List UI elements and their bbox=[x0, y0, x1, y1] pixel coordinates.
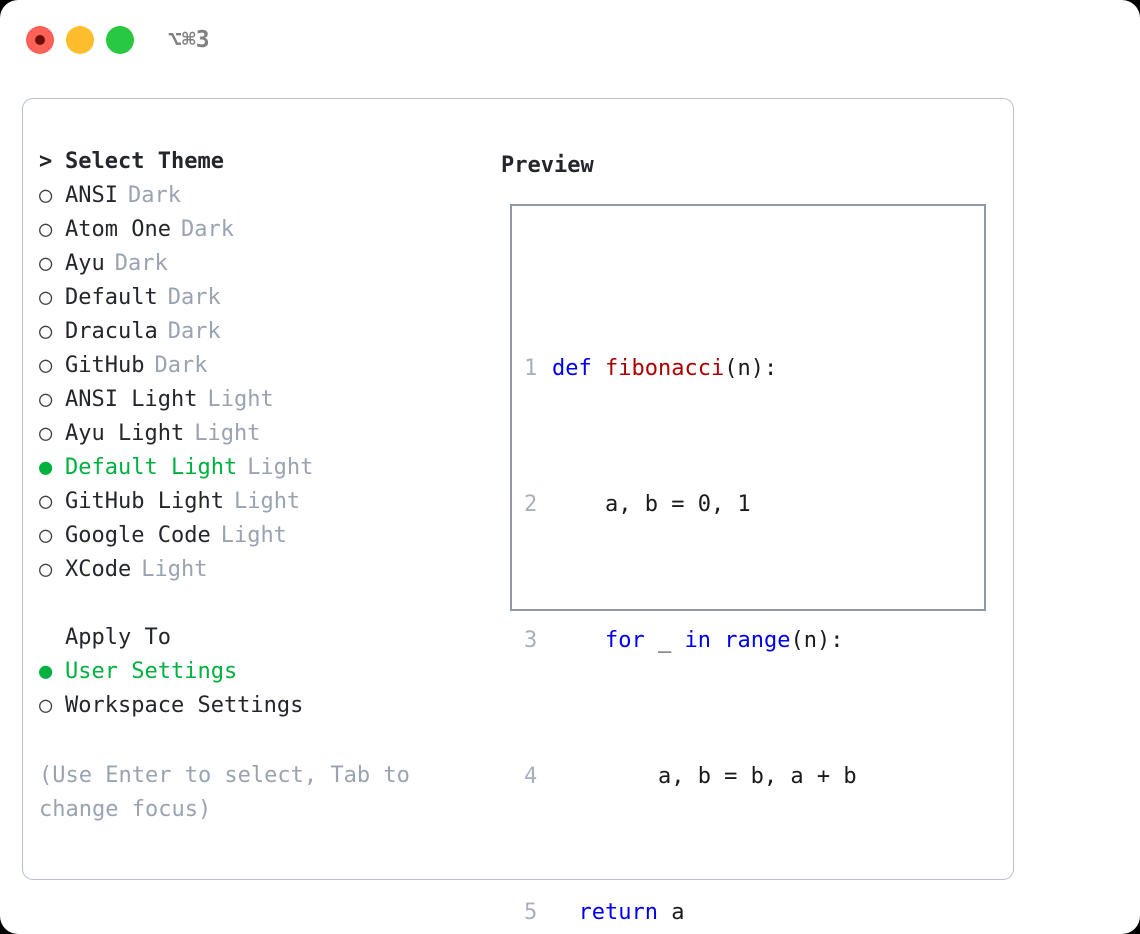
apply-to-option-user-settings[interactable]: ● User Settings bbox=[39, 659, 489, 693]
radio-selected-icon[interactable]: ● bbox=[39, 659, 53, 684]
radio-unselected-icon[interactable]: ○ bbox=[39, 421, 53, 446]
apply-to-title: Apply To bbox=[65, 625, 171, 650]
theme-option-ansi-light[interactable]: ○ ANSI Light Light bbox=[39, 387, 489, 421]
theme-option-label: Ayu bbox=[65, 251, 105, 276]
code-token: def bbox=[552, 356, 605, 381]
theme-option-label: Default bbox=[65, 285, 158, 310]
code-token: in bbox=[684, 628, 711, 653]
theme-option-tag: Light bbox=[194, 421, 261, 446]
code-token: (n): bbox=[790, 628, 844, 653]
theme-option-label: Atom One bbox=[65, 217, 171, 242]
theme-picker-header: > Select Theme bbox=[39, 149, 489, 183]
theme-option-tag: Light bbox=[247, 455, 314, 480]
prompt-caret-icon: > bbox=[39, 149, 53, 174]
radio-unselected-icon[interactable]: ○ bbox=[39, 251, 53, 276]
close-button[interactable] bbox=[26, 26, 54, 54]
theme-option-tag: Light bbox=[220, 523, 287, 548]
radio-unselected-icon[interactable]: ○ bbox=[39, 523, 53, 548]
code-token: return bbox=[578, 900, 658, 925]
theme-option-label: GitHub bbox=[65, 353, 145, 378]
keyboard-hint-text: (Use Enter to select, Tab to change focu… bbox=[39, 763, 424, 822]
theme-option-github-light[interactable]: ○ GitHub Light Light bbox=[39, 489, 489, 523]
theme-option-github-dark[interactable]: ○ GitHub Dark bbox=[39, 353, 489, 387]
line-number: 4 bbox=[524, 764, 538, 789]
radio-unselected-icon[interactable]: ○ bbox=[39, 557, 53, 582]
code-line: 1 def fibonacci (n): bbox=[524, 352, 976, 386]
code-token bbox=[552, 624, 605, 658]
code-token: a, b = 0, 1 bbox=[552, 492, 751, 517]
theme-option-dracula-dark[interactable]: ○ Dracula Dark bbox=[39, 319, 489, 353]
theme-option-ayu-light[interactable]: ○ Ayu Light Light bbox=[39, 421, 489, 455]
code-token: _ bbox=[644, 628, 685, 653]
maximize-button[interactable] bbox=[106, 26, 134, 54]
theme-option-tag: Light bbox=[207, 387, 274, 412]
main-panel: > Select Theme ○ ANSI Dark ○ Atom One Da… bbox=[22, 98, 1014, 925]
close-icon bbox=[35, 35, 45, 45]
theme-option-tag: Dark bbox=[167, 285, 221, 310]
radio-unselected-icon[interactable]: ○ bbox=[39, 489, 53, 514]
code-line: 2 a, b = 0, 1 bbox=[524, 488, 976, 522]
code-token: a bbox=[657, 900, 685, 925]
line-number: 5 bbox=[524, 900, 538, 925]
theme-option-label: Ayu Light bbox=[65, 421, 185, 446]
preview-box: 1 def fibonacci (n): 2 a, b = 0, 1 3 for bbox=[510, 204, 986, 925]
theme-option-ansi-dark[interactable]: ○ ANSI Dark bbox=[39, 183, 489, 217]
theme-option-ayu-dark[interactable]: ○ Ayu Dark bbox=[39, 251, 489, 285]
theme-option-label: Dracula bbox=[65, 319, 158, 344]
line-number: 2 bbox=[524, 492, 538, 517]
preview-column: Preview 1 def fibonacci (n): 2 a, b = 0,… bbox=[501, 149, 1001, 925]
theme-option-default-dark[interactable]: ○ Default Dark bbox=[39, 285, 489, 319]
code-token: (n): bbox=[724, 356, 778, 381]
apply-to-option-label: User Settings bbox=[65, 659, 238, 684]
theme-option-label: ANSI Light bbox=[65, 387, 198, 412]
theme-option-label: Google Code bbox=[65, 523, 211, 548]
radio-unselected-icon[interactable]: ○ bbox=[39, 183, 53, 208]
line-number: 3 bbox=[524, 628, 538, 653]
theme-option-label: GitHub Light bbox=[65, 489, 224, 514]
theme-option-tag: Dark bbox=[180, 217, 234, 242]
code-line: 5 return a bbox=[524, 896, 976, 930]
theme-option-tag: Dark bbox=[127, 183, 181, 208]
code-token: fibonacci bbox=[604, 356, 725, 381]
apply-to-option-workspace-settings[interactable]: ○ Workspace Settings bbox=[39, 693, 489, 727]
theme-option-tag: Light bbox=[141, 557, 208, 582]
code-token: for bbox=[604, 628, 645, 653]
theme-picker-column: > Select Theme ○ ANSI Dark ○ Atom One Da… bbox=[39, 149, 489, 827]
code-token: a, b = b, a + b bbox=[552, 764, 857, 789]
list-spacer bbox=[39, 591, 489, 625]
theme-option-default-light[interactable]: ● Default Light Light bbox=[39, 455, 489, 489]
radio-unselected-icon[interactable]: ○ bbox=[39, 353, 53, 378]
radio-unselected-icon[interactable]: ○ bbox=[39, 387, 53, 412]
code-token bbox=[711, 624, 724, 658]
apply-to-option-label: Workspace Settings bbox=[65, 693, 304, 718]
title-bar: ⌥⌘3 bbox=[0, 0, 1140, 78]
theme-picker-title: Select Theme bbox=[65, 149, 224, 174]
radio-selected-icon[interactable]: ● bbox=[39, 455, 53, 480]
apply-to-title-row: Apply To bbox=[39, 625, 489, 659]
hint-spacer bbox=[39, 727, 489, 759]
code-token: range bbox=[724, 628, 791, 653]
theme-option-tag: Dark bbox=[154, 353, 208, 378]
radio-unselected-icon[interactable]: ○ bbox=[39, 319, 53, 344]
theme-option-google-code[interactable]: ○ Google Code Light bbox=[39, 523, 489, 557]
code-line: 4 a, b = b, a + b bbox=[524, 760, 976, 794]
line-number: 1 bbox=[524, 356, 538, 381]
preview-title: Preview bbox=[501, 153, 594, 178]
theme-option-xcode[interactable]: ○ XCode Light bbox=[39, 557, 489, 591]
theme-option-tag: Dark bbox=[114, 251, 168, 276]
code-line: 3 for _ in range (n): bbox=[524, 624, 976, 658]
radio-unselected-icon[interactable]: ○ bbox=[39, 217, 53, 242]
theme-option-tag: Light bbox=[233, 489, 301, 514]
theme-option-label: ANSI bbox=[65, 183, 118, 208]
code-token bbox=[552, 896, 579, 930]
theme-option-label: Default Light bbox=[65, 455, 238, 480]
theme-option-label: XCode bbox=[65, 557, 132, 582]
keyboard-shortcut-label: ⌥⌘3 bbox=[168, 27, 210, 53]
minimize-button[interactable] bbox=[66, 26, 94, 54]
radio-unselected-icon[interactable]: ○ bbox=[39, 285, 53, 310]
radio-unselected-icon[interactable]: ○ bbox=[39, 693, 53, 718]
theme-option-tag: Dark bbox=[167, 319, 221, 344]
theme-option-atom-one-dark[interactable]: ○ Atom One Dark bbox=[39, 217, 489, 251]
code-sample: 1 def fibonacci (n): 2 a, b = 0, 1 3 for bbox=[524, 250, 976, 934]
